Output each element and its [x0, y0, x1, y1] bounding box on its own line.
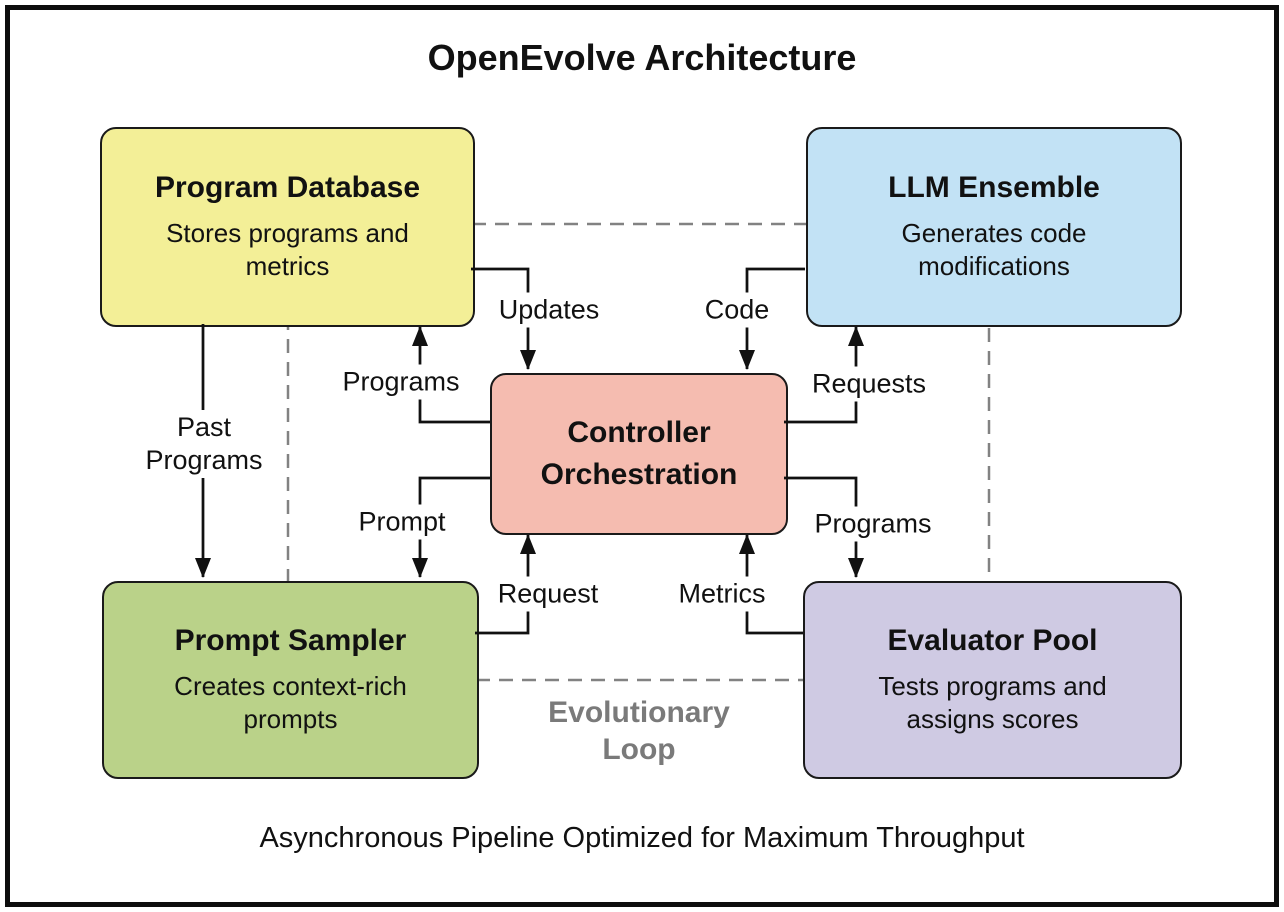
edge-label-prompt: Prompt	[353, 504, 451, 540]
node-llm-ensemble: LLM Ensemble Generates code modification…	[806, 127, 1182, 327]
edge-label-updates: Updates	[493, 292, 605, 328]
diagram-title: OpenEvolve Architecture	[427, 37, 857, 78]
edge-label-past-programs-line1: Past	[176, 412, 232, 442]
node-program-database: Program Database Stores programs and met…	[100, 127, 475, 327]
evaluator-pool-title: Evaluator Pool	[887, 624, 1098, 657]
evolutionary-loop-label: Evolutionary Loop	[548, 694, 730, 768]
prompt-sampler-description-line2: prompts	[243, 704, 338, 734]
evaluator-pool-description: Tests programs and assigns scores	[878, 670, 1106, 736]
edge-label-past-programs: Past Programs	[140, 410, 268, 478]
prompt-sampler-description-line1: Creates context-rich	[174, 671, 407, 701]
diagram-caption: Asynchronous Pipeline Optimized for Maxi…	[259, 822, 1025, 854]
llm-ensemble-description-line2: modifications	[918, 251, 1070, 281]
edge-label-programs-to-database: Programs	[337, 364, 465, 400]
llm-ensemble-title: LLM Ensemble	[888, 171, 1100, 204]
evaluator-pool-description-line1: Tests programs and	[878, 671, 1107, 701]
program-database-description: Stores programs and metrics	[166, 217, 409, 283]
edge-label-code: Code	[699, 292, 775, 328]
llm-ensemble-description-line1: Generates code	[901, 218, 1087, 248]
edge-label-metrics: Metrics	[673, 576, 771, 612]
edge-label-programs-to-evaluator: Programs	[809, 506, 937, 542]
prompt-sampler-description: Creates context-rich prompts	[174, 670, 407, 736]
edge-label-request: Request	[492, 576, 604, 612]
controller-title-line1: Controller	[567, 416, 711, 449]
edge-label-requests: Requests	[806, 366, 932, 402]
controller-title-line2: Orchestration	[540, 458, 738, 491]
outer-frame	[5, 5, 1279, 907]
llm-ensemble-description: Generates code modifications	[901, 217, 1086, 283]
program-database-description-line1: Stores programs and	[166, 218, 409, 248]
edge-label-past-programs-line2: Programs	[145, 445, 263, 475]
prompt-sampler-title: Prompt Sampler	[174, 624, 407, 657]
node-controller-orchestration: Controller Orchestration	[490, 373, 788, 535]
evaluator-pool-description-line2: assigns scores	[906, 704, 1079, 734]
evolutionary-loop-label-line2: Loop	[602, 733, 676, 766]
node-evaluator-pool: Evaluator Pool Tests programs and assign…	[803, 581, 1182, 779]
program-database-description-line2: metrics	[245, 251, 330, 281]
program-database-title: Program Database	[154, 171, 421, 204]
evolutionary-loop-label-line1: Evolutionary	[548, 696, 730, 729]
node-prompt-sampler: Prompt Sampler Creates context-rich prom…	[102, 581, 479, 779]
